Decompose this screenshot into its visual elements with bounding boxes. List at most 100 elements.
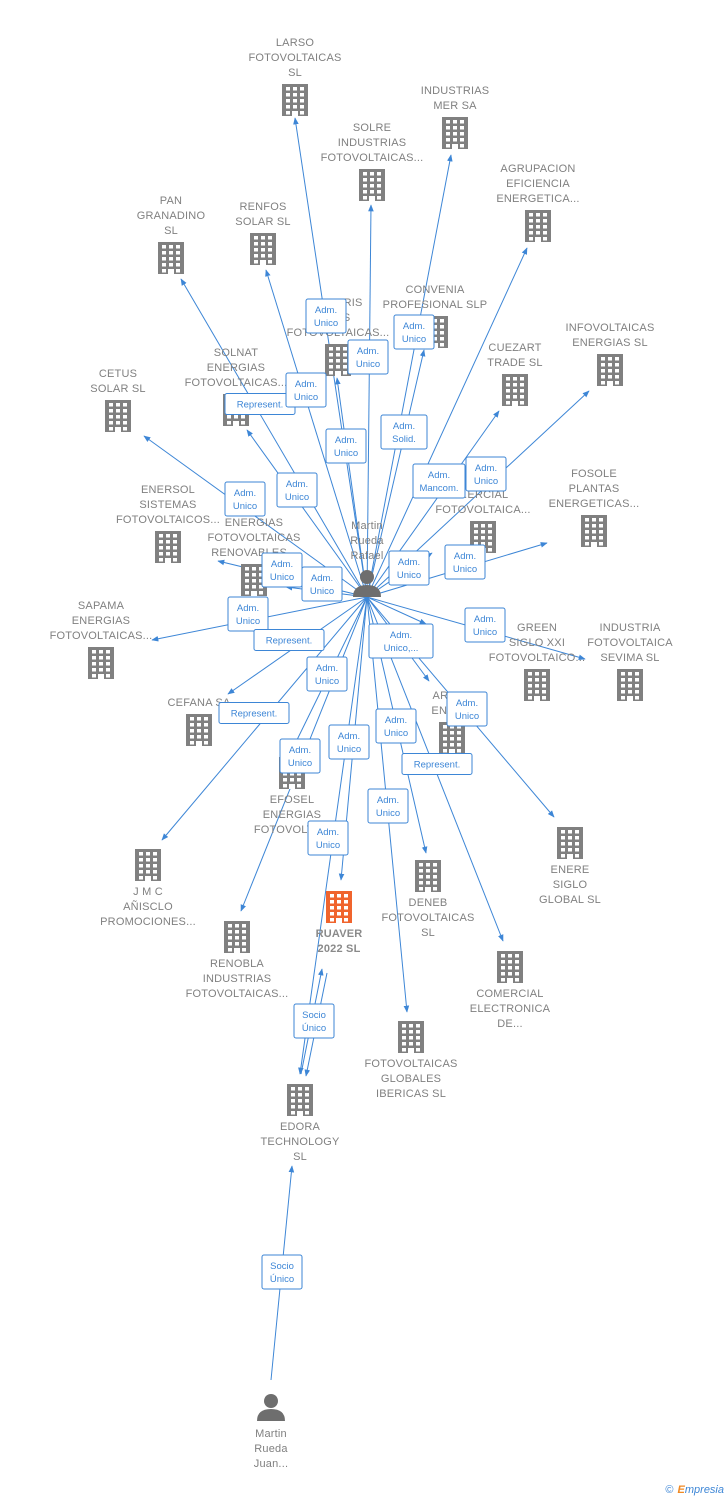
node-martin-juan[interactable]: MartinRuedaJuan... <box>254 1394 289 1470</box>
node-label: Martin <box>255 1428 287 1440</box>
node-fosole[interactable]: FOSOLEPLANTASENERGETICAS... <box>549 468 640 547</box>
node-comercial-foto[interactable]: ...ERCIAL FOTOVOLTAICA... <box>435 489 530 553</box>
role-badge[interactable]: Adm.Unico <box>224 481 266 517</box>
role-badge-text: Represent. <box>231 709 277 720</box>
node-sapama[interactable]: SAPAMAENERGIASFOTOVOLTAICAS... <box>50 600 153 679</box>
role-badge-text: Solid. <box>392 434 416 445</box>
node-label: RENFOS <box>239 201 286 213</box>
node-label: SIGLO XXI <box>509 637 565 649</box>
node-renobla[interactable]: RENOBLAINDUSTRIASFOTOVOLTAICAS... <box>186 921 289 1000</box>
role-badge[interactable]: Adm.Unico <box>446 691 488 727</box>
node-label: FOTOVOLTAICA... <box>435 504 530 516</box>
node-label: ENERGIAS SL <box>572 337 648 349</box>
role-badge[interactable]: Adm.Unico <box>285 372 327 408</box>
role-badge[interactable]: Adm.Unico <box>307 820 349 856</box>
role-badge[interactable]: Adm.Unico <box>465 456 507 492</box>
role-badge-text: Socio <box>302 1010 326 1021</box>
role-badge[interactable]: Adm.Unico <box>306 656 348 692</box>
role-badge-text: Mancom. <box>419 483 458 494</box>
node-agrupacion[interactable]: AGRUPACIONEFICIENCIAENERGETICA... <box>496 163 579 242</box>
role-badge[interactable]: Adm.Unico <box>301 566 343 602</box>
role-badge-text: Adm. <box>385 715 407 726</box>
role-badge[interactable]: Adm.Unico <box>375 708 417 744</box>
building-icon <box>282 84 308 116</box>
role-badge-text: Adm. <box>237 603 259 614</box>
node-solre[interactable]: SOLREINDUSTRIASFOTOVOLTAICAS... <box>321 122 424 201</box>
role-badge[interactable]: Adm.Unico <box>328 724 370 760</box>
node-comercial-electronica[interactable]: COMERCIALELECTRONICADE... <box>470 951 551 1030</box>
role-badge-text: Unico,... <box>384 643 419 654</box>
role-badge-text: Adm. <box>393 421 415 432</box>
node-label: 2022 SL <box>318 943 361 955</box>
role-badge-text: Unico <box>285 492 309 503</box>
role-badge[interactable]: Adm.Unico <box>279 738 321 774</box>
role-badge-text: Adm. <box>474 614 496 625</box>
role-badge-text: Adm. <box>390 630 412 641</box>
node-label: SIGLO <box>553 879 588 891</box>
role-badge-text: Unico <box>294 392 318 403</box>
role-badge-text: Unico <box>236 616 260 627</box>
role-badge[interactable]: Represent. <box>224 393 296 415</box>
role-badge[interactable]: Adm.Unico <box>464 607 506 643</box>
node-cefana[interactable]: CEFANA SA <box>168 697 231 746</box>
node-label: EFOSEL <box>270 794 315 806</box>
copyright-symbol: © <box>665 1484 674 1496</box>
node-label: SL <box>164 225 178 237</box>
role-badge[interactable]: Represent. <box>253 629 325 651</box>
node-label: FOTOVOLTAICAS... <box>185 377 288 389</box>
building-icon <box>502 374 528 406</box>
node-label: ...ERCIAL <box>458 489 509 501</box>
node-enersol[interactable]: ENERSOLSISTEMASFOTOVOLTAICOS... <box>116 484 220 563</box>
role-badge[interactable]: Adm.Unico <box>261 552 303 588</box>
role-badge[interactable]: Adm.Unico <box>305 298 347 334</box>
node-label: SOLAR SL <box>90 383 145 395</box>
role-badge[interactable]: Represent. <box>401 753 473 775</box>
edge-line <box>366 596 427 625</box>
node-label: ENERSOL <box>141 484 195 496</box>
node-label: SL <box>288 67 302 79</box>
node-label: SL <box>293 1151 307 1163</box>
building-icon <box>398 1021 424 1053</box>
role-badge-text: Represent. <box>237 400 283 411</box>
node-jmc[interactable]: J M CAÑISCLOPROMOCIONES... <box>100 849 196 928</box>
role-badge[interactable]: Adm. Unico,... <box>368 623 434 659</box>
node-label: SEVIMA SL <box>600 652 659 664</box>
role-badge[interactable]: Adm.Unico <box>388 550 430 586</box>
node-cetus[interactable]: CETUS SOLAR SL <box>90 368 146 432</box>
role-badge[interactable]: Adm.Unico <box>276 472 318 508</box>
node-energias-renovables[interactable]: ENERGIASFOTOVOLTAICASRENOVABLES... <box>207 517 300 596</box>
role-badge-text: Único <box>302 1023 326 1034</box>
role-badge[interactable]: Adm.Unico <box>367 788 409 824</box>
role-badge[interactable]: Adm. Unico <box>227 596 269 632</box>
role-badge[interactable]: Represent. <box>218 702 290 724</box>
node-label: CETUS <box>99 368 137 380</box>
node-label: PROMOCIONES... <box>100 916 196 928</box>
role-badge-text: Adm. <box>289 745 311 756</box>
role-badge[interactable]: Adm.Unico <box>393 314 435 350</box>
role-badge[interactable]: Adm.Unico <box>444 544 486 580</box>
role-badge[interactable]: Adm.Unico <box>347 339 389 375</box>
role-badge[interactable]: Adm. Solid. <box>380 414 428 450</box>
edge-line <box>265 269 368 598</box>
role-badge[interactable]: Adm.Unico <box>325 428 367 464</box>
node-label: INDUSTRIAS <box>338 137 407 149</box>
role-badge[interactable]: Adm.Mancom. <box>412 463 466 499</box>
building-icon <box>525 210 551 242</box>
